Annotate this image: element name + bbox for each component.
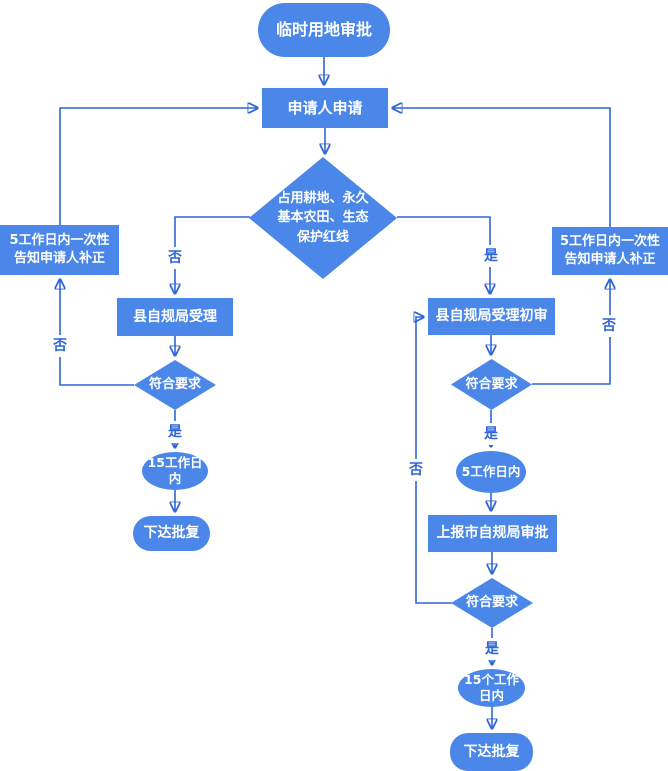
node-ellipse-right: 5工作日内 bbox=[456, 451, 526, 493]
check-bottom-label: 符合要求 bbox=[465, 595, 518, 611]
county-accept-label: 县自规局受理 bbox=[133, 308, 217, 325]
node-issue-left: 下达批复 bbox=[133, 516, 210, 551]
connector-check-left-no-to-left-notice bbox=[60, 280, 134, 386]
node-ellipse-bottom: 15个工作 日内 bbox=[458, 669, 525, 707]
ellipse-right-label: 5工作日内 bbox=[461, 463, 521, 479]
connector-occupy-no-to-county-accept bbox=[175, 216, 250, 293]
edge-label-yes-check-right: 是 bbox=[482, 423, 500, 445]
right-notice-line1: 5工作日内一次性 bbox=[559, 234, 661, 250]
edge-label-no-occupy-left: 否 bbox=[166, 247, 184, 269]
node-right-notice: 5工作日内一次性 告知申请人补正 bbox=[552, 227, 668, 275]
occupy-check-line3: 保护红线 bbox=[296, 229, 349, 245]
county-initial-review-label: 县自规局受理初审 bbox=[435, 308, 548, 325]
node-county-accept: 县自规局受理 bbox=[117, 298, 233, 336]
connector-left-notice-to-apply bbox=[59, 108, 257, 225]
node-report-city: 上报市自规局审批 bbox=[428, 515, 557, 552]
node-start: 临时用地审批 bbox=[258, 3, 390, 57]
connector-right-notice-to-apply bbox=[393, 108, 611, 227]
issue-left-label: 下达批复 bbox=[143, 525, 200, 542]
ellipse-left-line2: 内 bbox=[168, 471, 182, 486]
node-county-initial-review: 县自规局受理初审 bbox=[428, 298, 555, 335]
edge-label-yes-check-left: 是 bbox=[166, 421, 184, 443]
check-right-label: 符合要求 bbox=[465, 376, 518, 392]
edge-label-no-check-right: 否 bbox=[600, 315, 618, 337]
ellipse-left-line1: 15工作日 bbox=[147, 454, 203, 470]
left-notice-line1: 5工作日内一次性 bbox=[9, 233, 110, 249]
node-applicant-apply-label: 申请人申请 bbox=[287, 98, 363, 117]
occupy-check-line1: 占用耕地、永久 bbox=[277, 190, 369, 206]
right-notice-line2: 告知申请人补正 bbox=[564, 252, 656, 267]
edge-label-no-check-bottom: 否 bbox=[407, 459, 425, 481]
edge-label-yes-check-bottom: 是 bbox=[483, 638, 501, 660]
check-left-label: 符合要求 bbox=[148, 377, 201, 393]
node-left-notice: 5工作日内一次性 告知申请人补正 bbox=[0, 225, 119, 275]
edge-label-yes-occupy-right: 是 bbox=[482, 245, 500, 267]
issue-bottom-label: 下达批复 bbox=[463, 743, 520, 760]
occupy-check-line2: 基本农田、生态 bbox=[277, 210, 369, 226]
ellipse-bottom-line2: 日内 bbox=[478, 688, 504, 703]
connector-occupy-yes-to-county-initial bbox=[397, 216, 490, 293]
report-city-label: 上报市自规局审批 bbox=[436, 525, 549, 542]
ellipse-bottom-line1: 15个工作 bbox=[464, 671, 519, 687]
edge-label-no-check-left: 否 bbox=[51, 335, 69, 357]
left-notice-line2: 告知申请人补正 bbox=[13, 251, 105, 266]
node-start-label: 临时用地审批 bbox=[275, 20, 372, 40]
node-applicant-apply: 申请人申请 bbox=[262, 88, 388, 128]
node-ellipse-left: 15工作日 内 bbox=[142, 452, 208, 490]
node-issue-bottom: 下达批复 bbox=[450, 733, 533, 771]
connector-check-right-no-to-right-notice bbox=[532, 280, 610, 385]
